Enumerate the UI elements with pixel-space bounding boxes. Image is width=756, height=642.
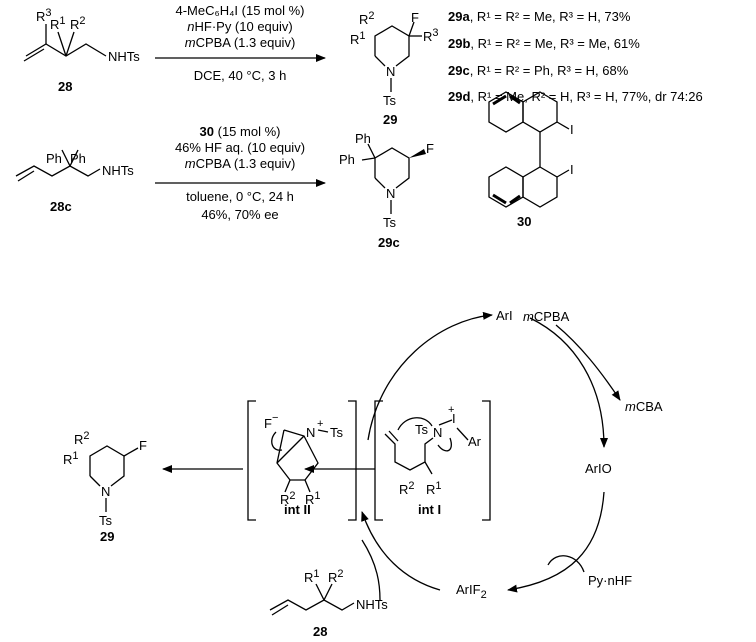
- result-29a: 29a, R¹ = R² = Me, R³ = H, 73%: [448, 9, 631, 24]
- product-29-structure: [374, 21, 422, 92]
- f-atom-29c: F: [426, 141, 434, 156]
- compound-29-label: 29: [383, 112, 397, 127]
- r2-label-29: R2: [359, 10, 375, 27]
- cycle-28-nhts: NHTs: [356, 597, 388, 612]
- int-i-n: N: [433, 425, 442, 440]
- int-ii-label: int II: [284, 502, 311, 517]
- r2-label: R2: [70, 15, 86, 32]
- ph-label-28c-b: Ph: [70, 151, 86, 166]
- cycle-substrate-28-structure: [269, 583, 355, 616]
- cycle-29-label: 29: [100, 529, 114, 544]
- product-29c-structure: [361, 143, 410, 214]
- int-i-structure: [384, 417, 469, 475]
- result-29b: 29b, R¹ = R² = Me, R³ = Me, 61%: [448, 36, 640, 51]
- cycle-pynhf: Py·nHF: [588, 573, 632, 588]
- result-29d: 29d, R¹ = Me, R² = H, R³ = H, 77%, dr 74…: [448, 89, 703, 104]
- conditions-1-line3: mCPBA (1.3 equiv): [185, 35, 296, 50]
- compound-30-label: 30: [517, 214, 531, 229]
- int-ii-structure: [271, 429, 329, 493]
- int-i-r1: R1: [426, 480, 442, 497]
- catalyst-30-structure: [488, 91, 570, 208]
- cycle-28-r2: R2: [328, 568, 344, 585]
- nhts-label-28c: NHTs: [102, 163, 134, 178]
- conditions-1-line4: DCE, 40 °C, 3 h: [194, 68, 287, 83]
- n-atom-29c: N: [386, 186, 395, 201]
- r1-label-29: R1: [350, 30, 366, 47]
- substrate-28c-structure: [15, 149, 101, 182]
- conditions-2-line2: 46% HF aq. (10 equiv): [175, 140, 305, 155]
- int-ii-r1: R1: [305, 490, 321, 507]
- cycle-arif2: ArIF2: [456, 582, 487, 601]
- cycle-product-29-structure: [89, 445, 139, 512]
- catalyst-30-bold-bonds: [492, 94, 521, 205]
- n-atom-29: N: [386, 64, 395, 79]
- int-i-label: int I: [418, 502, 441, 517]
- int-i-r2: R2: [399, 480, 415, 497]
- int-i-iodine: I: [452, 411, 456, 426]
- cycle-28-r1: R1: [304, 568, 320, 585]
- conditions-2-line4: toluene, 0 °C, 24 h: [186, 189, 294, 204]
- cycle-29-n: N: [101, 484, 110, 499]
- conditions-2-line3: mCPBA (1.3 equiv): [185, 156, 296, 171]
- cycle-29-ts: Ts: [99, 513, 113, 528]
- compound-28-label: 28: [58, 79, 72, 94]
- int-ii-brackets: [247, 400, 357, 521]
- int-ii-minus: −: [272, 412, 278, 424]
- r1-label: R1: [50, 15, 66, 32]
- int-ii-ts: Ts: [330, 425, 344, 440]
- int-i-brackets: [374, 400, 491, 521]
- substrate-28-structure: [23, 24, 107, 62]
- iodine-upper: I: [570, 122, 574, 137]
- int-ii-n: N: [306, 425, 315, 440]
- nhts-label: NHTs: [108, 49, 140, 64]
- compound-28c-label: 28c: [50, 199, 72, 214]
- conditions-1-line2: nHF·Py (10 equiv): [187, 19, 292, 34]
- compound-29c-label: 29c: [378, 235, 400, 250]
- int-i-ar: Ar: [468, 434, 482, 449]
- wedge-bond-29c: [409, 149, 426, 158]
- int-ii-plus: +: [317, 418, 323, 430]
- ph-label-29c-b: Ph: [339, 152, 355, 167]
- cycle-ario: ArIO: [585, 461, 612, 476]
- int-ii-fluoride: F: [264, 416, 272, 431]
- f-atom-29: F: [411, 10, 419, 25]
- conditions-2-line1: 30 (15 mol %): [200, 124, 281, 139]
- iodine-lower: I: [570, 162, 574, 177]
- cycle-mcba: mCBA: [625, 399, 663, 414]
- cycle-28-label: 28: [313, 624, 327, 639]
- ph-label-28c-a: Ph: [46, 151, 62, 166]
- cycle-29-r1: R1: [63, 450, 79, 467]
- ph-label-29c-a: Ph: [355, 131, 371, 146]
- conditions-1-line1: 4-MeC₆H₄I (15 mol %): [175, 3, 304, 18]
- int-ii-r2: R2: [280, 490, 296, 507]
- int-i-ts: Ts: [415, 422, 429, 437]
- r3-label-29: R3: [423, 27, 439, 44]
- cycle-ari: ArI: [496, 308, 513, 323]
- ts-label-29: Ts: [383, 93, 397, 108]
- cycle-mcpba: mCPBA: [523, 309, 570, 324]
- result-29c: 29c, R¹ = R² = Ph, R³ = H, 68%: [448, 63, 629, 78]
- ts-label-29c: Ts: [383, 215, 397, 230]
- catalytic-cycle: [162, 311, 621, 601]
- int-i-plus: +: [448, 404, 454, 416]
- r3-label: R3: [36, 7, 52, 24]
- conditions-2-line5: 46%, 70% ee: [201, 207, 278, 222]
- cycle-29-f: F: [139, 438, 147, 453]
- cycle-29-r2: R2: [74, 430, 90, 447]
